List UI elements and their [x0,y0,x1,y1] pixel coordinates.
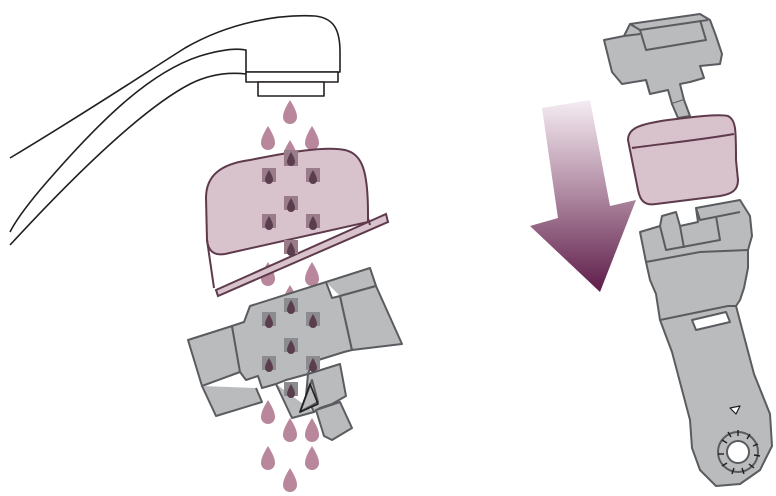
filter-cartridge-right [628,115,738,204]
filter-head [604,14,722,118]
insert-arrow-icon [530,100,636,292]
holder-arm [640,200,772,486]
